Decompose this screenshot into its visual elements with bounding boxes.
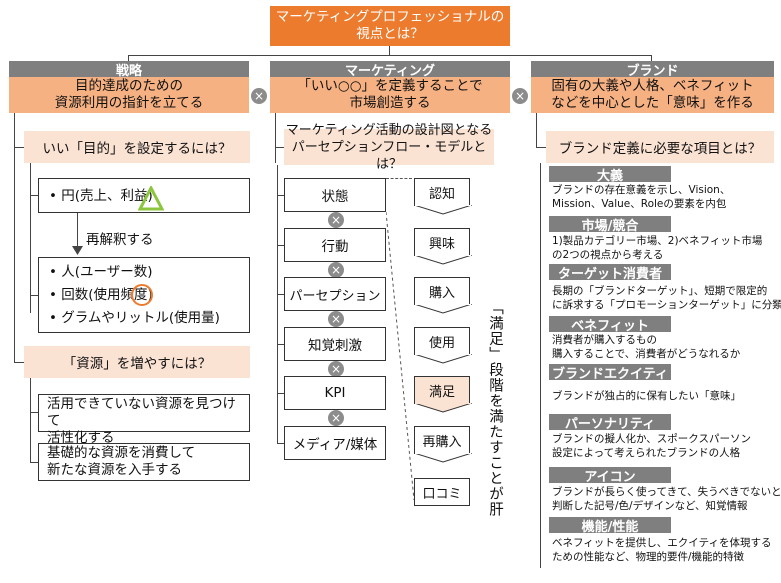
brand-item-heading: 市場/競合 — [549, 216, 671, 234]
brand-item-text: ブランドが長らく使ってきて、失うべきでないと判断した記号/色/デザインなど、知覚… — [552, 486, 781, 512]
brand-item-text: 長期の「ブランドターゲット」、短期で限定的に訴求する「プロモーションターゲット」… — [552, 285, 781, 311]
brand-item-heading: パーソナリティ — [549, 414, 671, 432]
resource-item-1: 活用できていない資源を見つけて 活性化する — [38, 394, 250, 446]
marketing-subtitle-line1: 「いい○○」を定義することで — [297, 78, 483, 94]
brand-subtitle-line1: 固有の大義や人格、ベネフィット — [551, 78, 754, 94]
stage-repurchase: 再購入 — [414, 426, 472, 463]
stage-satisfaction: 満足 — [414, 376, 472, 413]
brand-item-heading: ターゲット消費者 — [549, 264, 671, 282]
flow-item-state: 状態 — [284, 178, 386, 212]
stage-usage: 使用 — [414, 327, 472, 364]
title-connector-left — [128, 55, 129, 61]
brand-item-heading: アイコン — [549, 467, 671, 485]
cross-icon: × — [328, 410, 344, 426]
strategy-tree-line — [14, 113, 15, 363]
goal-box: • 円(売上、利益) — [38, 178, 250, 213]
resource-item-2: 基礎的な資源を消費して 新たな資源を入手する — [38, 443, 250, 481]
triangle-icon — [138, 186, 164, 211]
brand-item-text: ブランドの存在意義を示し、Vision、Mission、Value、Roleの要… — [552, 184, 731, 210]
brand-subtitle-line2: などを中心とした「意味」を作る — [551, 95, 754, 111]
flow-item-kpi: KPI — [284, 376, 386, 410]
brand-item-text: ベネフィットを提供し、エクイティを体現するための性能など、物理的要件/機能的特徴 — [552, 537, 772, 563]
cross-icon: × — [328, 212, 344, 228]
cross-icon: × — [328, 361, 344, 377]
strategy-subtitle: 目的達成のための 資源利用の指針を立てる — [9, 77, 249, 113]
brand-item-heading: 機能/性能 — [549, 517, 671, 535]
strategy-header: 戦略 — [9, 61, 249, 79]
flow-item-stimulus: 知覚刺激 — [284, 327, 386, 361]
main-title-line2: 視点とは？ — [356, 26, 424, 42]
stage-awareness: 認知 — [414, 178, 472, 215]
stage-word-of-mouth: 口コミ — [414, 478, 470, 506]
breakdown-item: • グラムやリットル(使用量) — [49, 309, 220, 326]
circle-icon — [131, 284, 153, 306]
brand-subtitle: 固有の大義や人格、ベネフィット などを中心とした「意味」を作る — [531, 77, 774, 113]
strategy-subtitle-line1: 目的達成のための — [75, 78, 183, 94]
vertical-note: 「満足」段階を満たすことが肝 — [487, 300, 503, 517]
breakdown-item: • 人(ユーザー数) — [49, 264, 153, 280]
flow-item-action: 行動 — [284, 228, 386, 262]
title-connector-vertical — [389, 46, 390, 56]
strategy-question-goal: いい「目的」を設定するには？ — [24, 131, 250, 163]
marketing-question-line1: マーケティング活動の設計図となる — [285, 122, 493, 138]
strategy-question-resource: 「資源」を増やすには？ — [24, 346, 250, 378]
flow-item-media: メディア/媒体 — [284, 426, 386, 460]
cross-icon: × — [328, 262, 344, 278]
brand-item-text: 消費者が購入するもの購入することで、消費者がどうなれるか — [552, 334, 741, 360]
marketing-subtitle: 「いい○○」を定義することで 市場創造する — [270, 77, 510, 113]
breakdown-box: • 人(ユーザー数) • 回数(使用頻度) • グラムやリットル(使用量) — [38, 257, 250, 333]
marketing-question: マーケティング活動の設計図となる パーセプションフロー・モデルとは？ — [284, 123, 494, 172]
brand-item-heading: ブランドエクイティ — [549, 364, 671, 382]
marketing-subtitle-line2: 市場創造する — [349, 95, 431, 111]
arrow-down-icon — [72, 246, 83, 255]
brand-item-text: ブランドが独占的に保有したい「意味」 — [552, 390, 741, 402]
cross-icon: × — [512, 88, 528, 104]
marketing-question-line2: パーセプションフロー・モデルとは？ — [291, 139, 487, 172]
stage-interest: 興味 — [414, 228, 472, 265]
brand-item-heading: 大義 — [549, 166, 671, 184]
stage-purchase: 購入 — [414, 277, 472, 314]
marketing-header: マーケティング — [270, 61, 510, 79]
dashed-connector — [386, 178, 412, 179]
goal-item: • 円(売上、利益) — [49, 188, 153, 204]
brand-item-heading: ベネフィット — [549, 316, 671, 334]
reinterpret-arrow — [77, 213, 78, 249]
title-connector-right — [651, 55, 652, 61]
title-connector-horizontal — [128, 55, 652, 56]
dashed-diagonal — [386, 212, 415, 501]
strategy-subtitle-line2: 資源利用の指針を立てる — [54, 95, 204, 111]
cross-icon: × — [251, 88, 267, 104]
reinterpret-label: 再解釈する — [86, 232, 154, 248]
brand-item-text: ブランドの擬人化か、スポークスパーソン設定によって考えられたブランドの人格 — [552, 433, 751, 459]
brand-question: ブランド定義に必要な項目とは？ — [546, 131, 774, 163]
cross-icon: × — [328, 311, 344, 327]
brand-header: ブランド — [531, 61, 774, 79]
breakdown-item: • 回数(使用頻度) — [49, 286, 153, 303]
main-title: マーケティングプロフェッショナルの 視点とは？ — [270, 6, 510, 46]
brand-item-text: 1)製品カテゴリー市場、2)ベネフィット市場の2つの視点から考える — [552, 235, 763, 261]
main-title-line1: マーケティングプロフェッショナルの — [275, 9, 505, 25]
flow-item-perception: パーセプション — [284, 277, 386, 311]
